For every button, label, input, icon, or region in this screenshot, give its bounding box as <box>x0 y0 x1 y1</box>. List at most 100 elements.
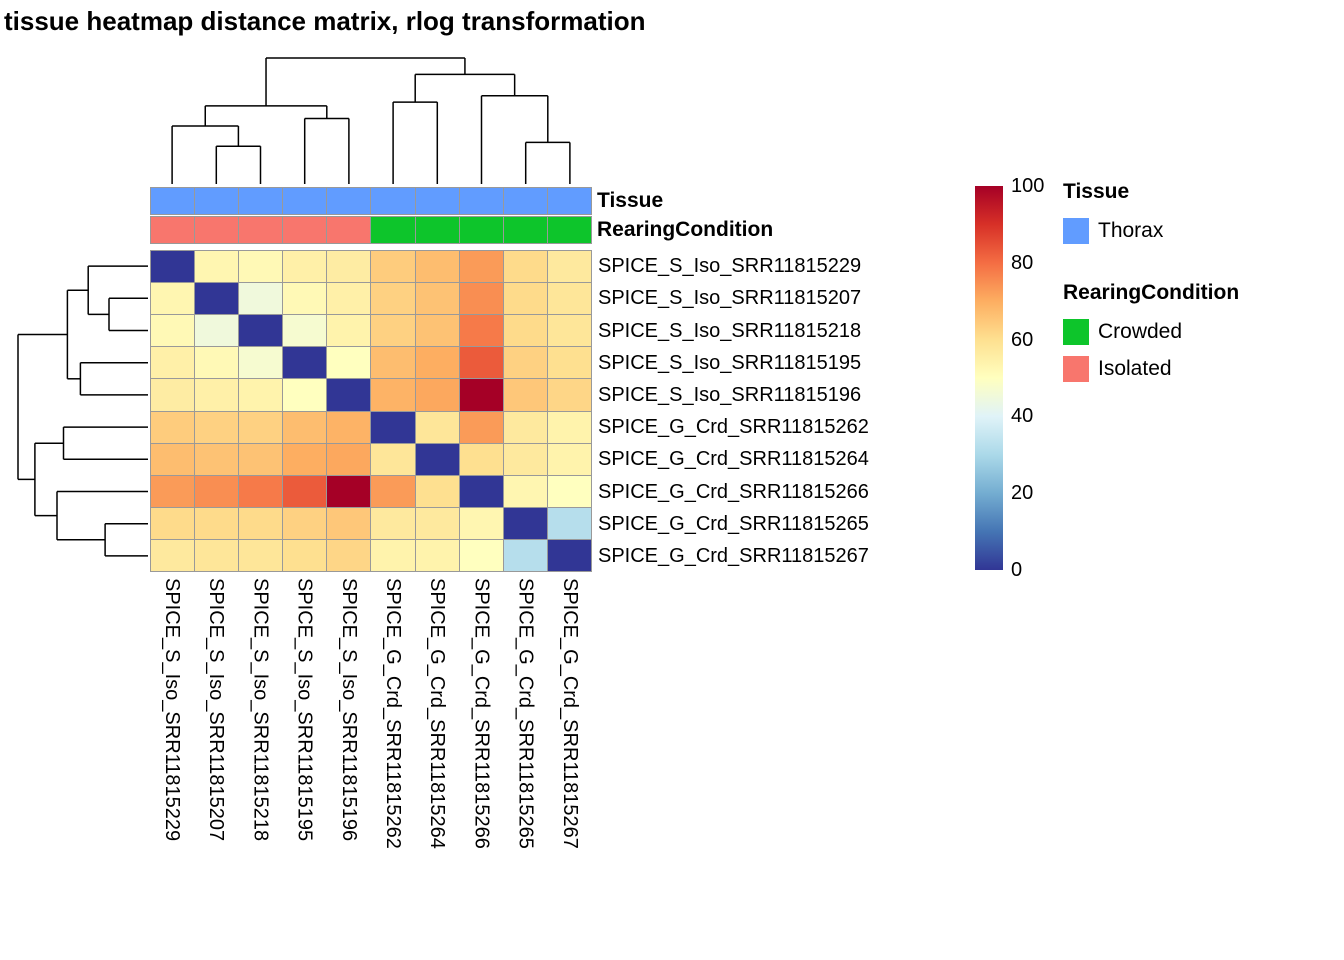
col-label-6: SPICE_G_Crd_SRR11815264 <box>426 578 449 849</box>
col-label-5: SPICE_G_Crd_SRR11815262 <box>382 578 404 849</box>
heatmap-cell-r8-c0 <box>151 507 195 539</box>
tissue-bar-cell-9 <box>547 188 591 214</box>
row-label-3: SPICE_S_Iso_SRR11815195 <box>598 351 862 374</box>
legend-item-thorax: Thorax <box>1063 218 1333 244</box>
heatmap-cell-r0-c9 <box>547 251 591 283</box>
heatmap-cell-r6-c4 <box>327 443 371 475</box>
col-label-8: SPICE_G_Crd_SRR11815265 <box>514 578 537 849</box>
heatmap-cell-r6-c5 <box>371 443 415 475</box>
heatmap-cell-r2-c6 <box>415 315 459 347</box>
col-label-7: SPICE_G_Crd_SRR11815266 <box>470 578 493 849</box>
heatmap-cell-r3-c4 <box>327 347 371 379</box>
heatmap-cell-r8-c9 <box>547 507 591 539</box>
rearing-bar-cell-8 <box>503 217 547 243</box>
heatmap-cell-r1-c2 <box>239 283 283 315</box>
legend-item-label-crowded: Crowded <box>1098 320 1183 343</box>
heatmap-cell-r0-c8 <box>503 251 547 283</box>
row-label-7: SPICE_G_Crd_SRR11815266 <box>598 480 869 503</box>
heatmap-cell-r9-c6 <box>415 539 459 571</box>
heatmap-cell-r4-c8 <box>503 379 547 411</box>
page-title: tissue heatmap distance matrix, rlog tra… <box>4 6 646 36</box>
heatmap-cell-r5-c1 <box>195 411 239 443</box>
heatmap-cell-r5-c3 <box>283 411 327 443</box>
tissue-annotation-bar <box>150 187 592 215</box>
heatmap-cell-r4-c6 <box>415 379 459 411</box>
heatmap-cell-r6-c9 <box>547 443 591 475</box>
rearing-bar-cell-0 <box>151 217 195 243</box>
heatmap-cell-r0-c4 <box>327 251 371 283</box>
col-label-0: SPICE_S_Iso_SRR11815229 <box>161 578 183 842</box>
heatmap-cell-r8-c1 <box>195 507 239 539</box>
legend-item-crowded: Crowded <box>1063 319 1333 345</box>
heatmap-cell-r5-c0 <box>151 411 195 443</box>
heatmap-cell-r2-c0 <box>151 315 195 347</box>
col-label-2: SPICE_S_Iso_SRR11815218 <box>249 578 272 842</box>
heatmap-cell-r6-c3 <box>283 443 327 475</box>
rearing-bar-cell-5 <box>371 217 415 243</box>
heatmap-cell-r7-c9 <box>547 475 591 507</box>
tissue-bar-cell-7 <box>459 188 503 214</box>
tissue-bar-cell-2 <box>239 188 283 214</box>
row-label-4: SPICE_S_Iso_SRR11815196 <box>598 383 862 406</box>
legend-panel: Tissue Thorax RearingCondition Crowded I… <box>1063 180 1333 393</box>
column-dendrogram <box>171 57 571 184</box>
crowded-color-swatch <box>1063 319 1089 345</box>
heatmap-cell-r8-c6 <box>415 507 459 539</box>
heatmap-cell-r9-c7 <box>459 539 503 571</box>
heatmap-cell-r9-c3 <box>283 539 327 571</box>
rearing-bar-cell-6 <box>415 217 459 243</box>
heatmap-cell-r3-c6 <box>415 347 459 379</box>
heatmap-cell-r4-c0 <box>151 379 195 411</box>
heatmap-cell-r6-c8 <box>503 443 547 475</box>
heatmap-cell-r7-c2 <box>239 475 283 507</box>
tissue-bar-cell-6 <box>415 188 459 214</box>
row-label-9: SPICE_G_Crd_SRR11815267 <box>598 544 869 567</box>
legend-title-rearing-condition: RearingCondition <box>1063 281 1240 304</box>
heatmap-cell-r8-c2 <box>239 507 283 539</box>
heatmap-cell-r5-c2 <box>239 411 283 443</box>
heatmap-cell-r2-c8 <box>503 315 547 347</box>
tissue-track-label: Tissue <box>597 189 664 212</box>
heatmap-cell-r8-c5 <box>371 507 415 539</box>
col-label-1: SPICE_S_Iso_SRR11815207 <box>205 578 228 842</box>
heatmap-cell-r1-c9 <box>547 283 591 315</box>
heatmap-cell-r7-c5 <box>371 475 415 507</box>
heatmap-cell-r3-c2 <box>239 347 283 379</box>
row-label-1: SPICE_S_Iso_SRR11815207 <box>598 287 862 310</box>
heatmap-cell-r2-c1 <box>195 315 239 347</box>
heatmap-cell-r3-c0 <box>151 347 195 379</box>
heatmap-cell-r4-c3 <box>283 379 327 411</box>
heatmap-cell-r4-c5 <box>371 379 415 411</box>
legend-item-label-isolated: Isolated <box>1098 357 1172 380</box>
rearing-bar-cell-7 <box>459 217 503 243</box>
heatmap-cell-r2-c7 <box>459 315 503 347</box>
heatmap-cell-r7-c6 <box>415 475 459 507</box>
legend-item-label-thorax: Thorax <box>1098 219 1164 242</box>
heatmap-cell-r6-c7 <box>459 443 503 475</box>
heatmap-cell-r9-c5 <box>371 539 415 571</box>
rearing-bar-cell-3 <box>283 217 327 243</box>
heatmap-cell-r7-c4 <box>327 475 371 507</box>
heatmap-cell-r6-c2 <box>239 443 283 475</box>
heatmap-cell-r5-c4 <box>327 411 371 443</box>
tissue-bar-cell-0 <box>151 188 195 214</box>
heatmap-cell-r4-c4 <box>327 379 371 411</box>
legend-item-isolated: Isolated <box>1063 356 1333 382</box>
heatmap-cell-r6-c1 <box>195 443 239 475</box>
heatmap-cell-r3-c3 <box>283 347 327 379</box>
heatmap-cell-r4-c7 <box>459 379 503 411</box>
heatmap-cell-r0-c2 <box>239 251 283 283</box>
tissue-bar-cell-1 <box>195 188 239 214</box>
heatmap-cell-r3-c9 <box>547 347 591 379</box>
heatmap-cell-r9-c9 <box>547 539 591 571</box>
row-label-5: SPICE_G_Crd_SRR11815262 <box>598 416 869 439</box>
heatmap-cell-r8-c8 <box>503 507 547 539</box>
thorax-color-swatch <box>1063 218 1089 244</box>
heatmap-cell-r5-c6 <box>415 411 459 443</box>
heatmap-cell-r4-c1 <box>195 379 239 411</box>
colorbar-tick-100: 100 <box>1011 175 1045 197</box>
colorbar-gradient <box>975 186 1003 570</box>
